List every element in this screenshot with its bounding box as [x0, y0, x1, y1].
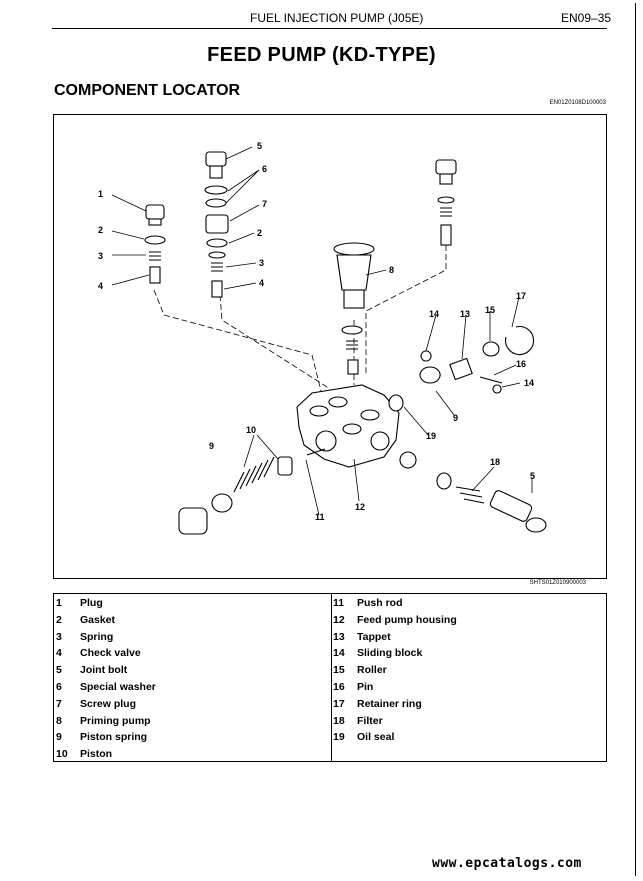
callout-label: 9 [209, 441, 214, 451]
callout-label: 11 [315, 512, 325, 522]
left-stack [144, 204, 166, 284]
legend-item-name: Feed pump housing [357, 613, 457, 626]
legend-item-number: 2 [56, 613, 62, 626]
feed-pump-housing [296, 384, 400, 468]
legend-item-name: Spring [80, 630, 114, 643]
legend-item-number: 12 [333, 613, 345, 626]
middle-stack [204, 151, 229, 298]
legend-item-name: Pin [357, 681, 374, 693]
component-legend-table: 1 Plug 2 Gasket 3 Spring 4 Check valve 5 Joint bo… [53, 593, 607, 762]
callout-label: 18 [490, 457, 500, 467]
watermark-url: www.epcatalogs.com [432, 856, 582, 871]
legend-item-name: Piston [80, 748, 113, 761]
callout-label: 5 [257, 141, 262, 151]
piston-assembly [178, 448, 326, 535]
legend-item-number: 13 [333, 630, 345, 643]
callout-label: 4 [98, 281, 103, 291]
legend-item-name: Plug [80, 597, 103, 609]
filter-bolt-assembly [436, 472, 547, 533]
figure-code-top: EN01Z0108D100003 [549, 100, 606, 106]
legend-item-name: Screw plug [80, 697, 137, 710]
legend-item-number: 8 [56, 714, 62, 727]
legend-item-number: 15 [333, 664, 345, 677]
legend-item-name: Push rod [357, 597, 403, 609]
callout-label: 15 [485, 305, 495, 315]
legend-item-number: 3 [56, 630, 62, 643]
callout-labels: 1 2 3 4 5 6 7 2 3 4 8 14 13 15 17 16 14 … [98, 141, 535, 522]
legend-item-number: 6 [56, 681, 62, 693]
callout-label: 14 [429, 309, 439, 319]
callout-label: 13 [460, 309, 470, 319]
legend-item-number: 7 [56, 697, 62, 710]
assembly-lines [153, 245, 447, 398]
callout-label: 16 [516, 359, 526, 369]
legend-item-name: Sliding block [357, 647, 423, 660]
callout-label: 12 [355, 502, 365, 512]
legend-item-name: Special washer [80, 681, 156, 693]
callout-label: 1 [98, 189, 103, 199]
header-rule [52, 28, 607, 29]
legend-item-number: 1 [56, 597, 62, 609]
legend-item-name: Retainer ring [357, 697, 422, 710]
tappet-assembly [419, 326, 535, 394]
legend-item-number: 16 [333, 681, 345, 693]
page-title: FEED PUMP (KD-TYPE) [207, 44, 436, 66]
legend-item-name: Tappet [357, 630, 391, 643]
callout-label: 14 [524, 378, 534, 388]
callout-label: 9 [453, 413, 458, 423]
callout-label: 17 [516, 291, 526, 301]
legend-item-name: Check valve [80, 647, 141, 660]
legend-column-divider [331, 594, 332, 761]
leader-lines [111, 146, 533, 516]
legend-item-number: 14 [333, 647, 345, 660]
right-stack [435, 159, 457, 246]
legend-item-name: Joint bolt [80, 664, 128, 677]
callout-label: 19 [426, 431, 436, 441]
callout-label: 10 [246, 425, 256, 435]
callout-label: 3 [259, 258, 264, 268]
legend-item-number: 4 [56, 647, 62, 660]
callout-label: 2 [98, 225, 103, 235]
legend-item-number: 10 [56, 748, 68, 761]
legend-item-number: 18 [333, 714, 345, 727]
header-page-number: EN09–35 [561, 11, 612, 25]
legend-item-number: 19 [333, 731, 345, 744]
legend-item-name: Piston spring [80, 731, 148, 744]
callout-label: 4 [259, 278, 264, 288]
callout-label: 2 [257, 228, 262, 238]
legend-item-name: Oil seal [357, 731, 395, 744]
legend-item-number: 17 [333, 697, 345, 710]
figure-code-bottom: SHTS01Z010900003 [529, 580, 586, 586]
section-title: COMPONENT LOCATOR [54, 82, 241, 99]
legend-item-name: Gasket [80, 613, 116, 626]
exploded-view-drawing: 1 2 3 4 5 6 7 2 3 4 8 14 13 15 17 16 14 … [98, 141, 547, 535]
callout-label: 8 [389, 265, 394, 275]
exploded-view-figure: 1 2 3 4 5 6 7 2 3 4 8 14 13 15 17 16 14 … [53, 114, 607, 579]
legend-item-name: Filter [357, 714, 383, 727]
callout-label: 5 [530, 471, 535, 481]
legend-item-name: Priming pump [80, 714, 151, 727]
header-document-title: FUEL INJECTION PUMP (J05E) [250, 11, 424, 25]
callout-label: 3 [98, 251, 103, 261]
legend-item-name: Roller [357, 664, 387, 677]
legend-item-number: 9 [56, 731, 62, 744]
page-right-border [3, 3, 636, 876]
legend-item-number: 5 [56, 664, 62, 677]
priming-pump [333, 242, 375, 375]
callout-label: 6 [262, 164, 267, 174]
legend-item-number: 11 [333, 597, 345, 609]
callout-label: 7 [262, 199, 267, 209]
